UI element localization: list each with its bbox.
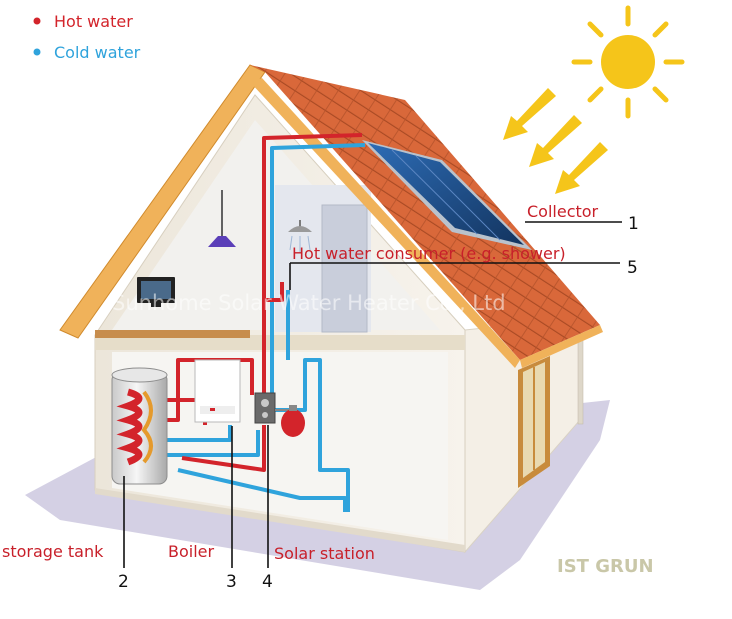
sun-icon <box>571 5 685 119</box>
attic-floor <box>95 335 465 350</box>
ceiling-lamp-icon <box>208 190 236 247</box>
attic-floor-wood <box>95 330 250 338</box>
callout-lines <box>123 221 622 568</box>
solar-collector <box>362 140 532 250</box>
roof-eave <box>520 325 603 368</box>
expansion-vessel <box>275 405 305 437</box>
hot-water-legend-label: Hot water <box>54 12 133 31</box>
shower-icon <box>288 220 312 252</box>
cold-water-legend-label: Cold water <box>54 43 141 62</box>
hot-water-legend-dot <box>33 17 41 25</box>
sunlight-arrows-icon <box>503 88 608 194</box>
watermark-text: Sunhome Solar Water Heater Co., Ltd <box>112 291 506 315</box>
collector-label: Collector <box>527 202 599 221</box>
roof-tiles <box>250 65 600 360</box>
shower-consumer-number: 5 <box>627 258 638 278</box>
solar-station-number: 4 <box>262 572 273 592</box>
cold-water-pipes <box>165 143 366 512</box>
brand-logo-text: IST GRUN <box>557 556 654 577</box>
storage-tank <box>111 367 168 485</box>
collector-number: 1 <box>628 214 639 234</box>
storage-tank-label: storage tank <box>2 542 104 561</box>
cold-water-legend-dot <box>33 48 41 56</box>
boiler-label: Boiler <box>168 542 215 561</box>
side-window <box>518 356 550 488</box>
ground-floor-base <box>95 488 465 552</box>
shower-consumer-label: Hot water consumer (e.g. shower) <box>292 244 566 263</box>
boiler <box>194 359 241 423</box>
solar-station-label: Solar station <box>274 544 375 563</box>
tv-icon <box>137 277 175 307</box>
boiler-number: 3 <box>226 572 237 592</box>
bathroom-door <box>321 204 368 333</box>
legend: Hot water Cold water <box>33 12 141 62</box>
hot-water-pipes <box>165 133 363 472</box>
solar-station <box>254 392 276 424</box>
roof-front-fascia <box>250 78 520 368</box>
storage-tank-number: 2 <box>118 572 129 592</box>
